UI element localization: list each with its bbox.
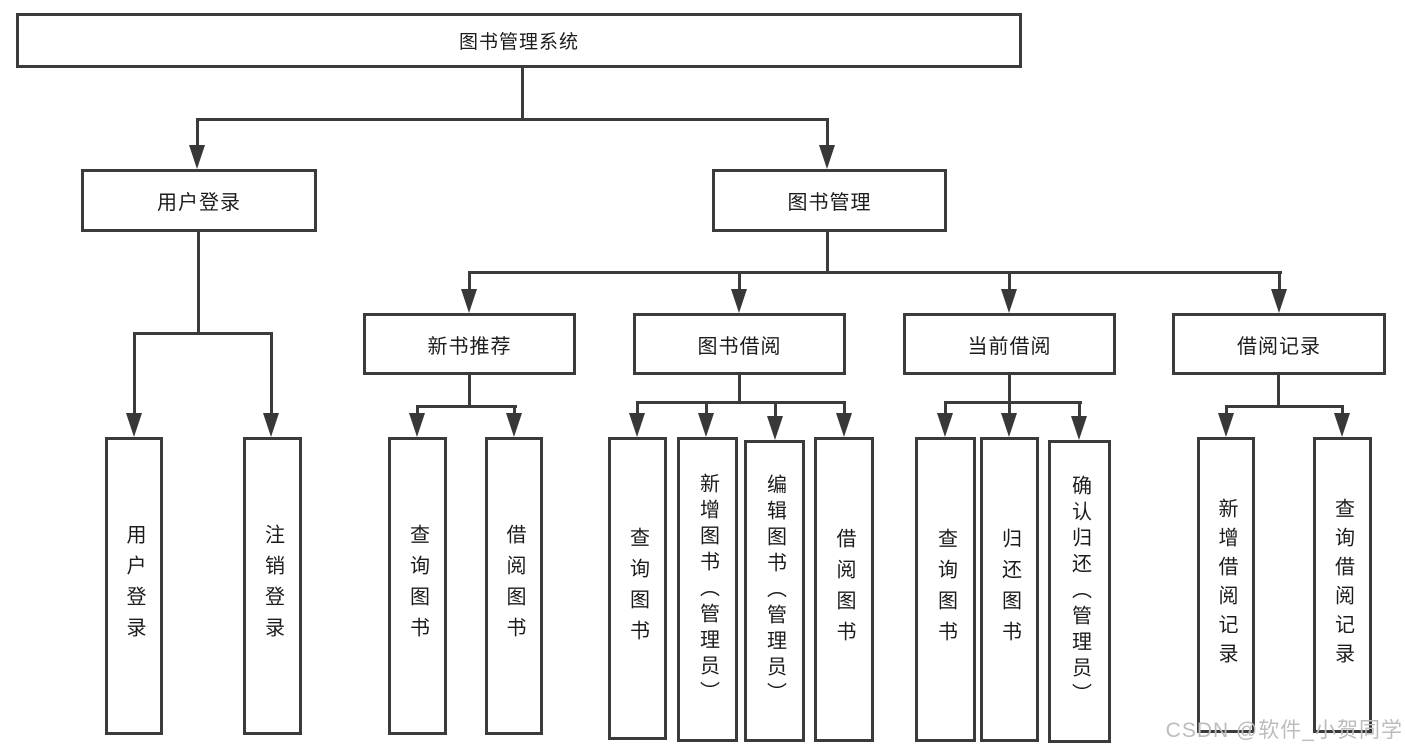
leaf-borrowing-borrow-books: 借阅图书 xyxy=(814,437,874,742)
node-label: 查询图书 xyxy=(406,524,429,648)
leaf-records-add-record: 新增借阅记录 xyxy=(1197,437,1255,733)
connector-new-book-trunk xyxy=(468,375,471,407)
node-label: 图书借阅 xyxy=(697,335,782,358)
leaf-borrowing-add-books: 新增图书（管理员） xyxy=(677,437,738,742)
node-label: 确认归还（管理员） xyxy=(1068,474,1091,709)
connector-borrowing-records-split xyxy=(1225,405,1344,408)
connector-drop-records-add xyxy=(1225,405,1228,415)
connector-drop-records-query xyxy=(1341,405,1344,415)
csdn-watermark: CSDN @软件_小贺同学 xyxy=(1165,719,1403,742)
connector-drop-new-book xyxy=(468,271,471,291)
arrow-to-borrowing-query-icon xyxy=(629,413,645,437)
arrow-to-borrowing-edit-icon xyxy=(767,416,783,440)
node-root: 图书管理系统 xyxy=(16,13,1022,68)
leaf-logout: 注销登录 xyxy=(243,437,302,735)
node-book-management: 图书管理 xyxy=(712,169,947,232)
leaf-borrowing-edit-books: 编辑图书（管理员） xyxy=(744,440,805,742)
node-user-login: 用户登录 xyxy=(81,169,317,232)
node-label: 图书管理 xyxy=(787,192,872,214)
node-label: 注销登录 xyxy=(261,524,284,648)
node-label: 图书管理系统 xyxy=(458,32,579,53)
connector-drop-borrowing-borrow xyxy=(843,401,846,414)
arrow-to-current-confirm-icon xyxy=(1071,416,1087,440)
node-label: 编辑图书（管理员） xyxy=(763,474,786,708)
connector-current-borrowing-trunk xyxy=(1008,375,1011,403)
leaf-borrowing-query-books: 查询图书 xyxy=(608,437,667,740)
connector-new-book-split xyxy=(416,405,517,408)
arrow-to-user-login-icon xyxy=(189,145,205,169)
arrow-to-borrowing-borrow-icon xyxy=(836,413,852,437)
node-label: 查询图书 xyxy=(934,527,957,652)
node-label: 借阅图书 xyxy=(833,527,855,652)
leaf-current-return-books: 归还图书 xyxy=(980,437,1039,742)
node-label: 用户登录 xyxy=(123,524,145,648)
leaf-current-query-books: 查询图书 xyxy=(915,437,976,742)
arrow-to-current-return-icon xyxy=(1001,413,1017,437)
arrow-to-current-borrowing-icon xyxy=(1001,289,1017,313)
leaf-user-login: 用户登录 xyxy=(105,437,163,735)
leaf-recommend-query-books: 查询图书 xyxy=(388,437,447,735)
connector-drop-recommend-borrow xyxy=(513,405,516,415)
connector-user-login-trunk xyxy=(197,232,200,334)
connector-drop-current-return xyxy=(1008,401,1011,414)
leaf-recommend-borrow-books: 借阅图书 xyxy=(485,437,543,735)
connector-user-login-split xyxy=(133,332,273,335)
connector-drop-recommend-query xyxy=(416,405,419,415)
node-label: 用户登录 xyxy=(157,192,241,214)
arrow-to-book-borrowing-icon xyxy=(731,289,747,313)
arrow-to-recommend-borrow-icon xyxy=(506,413,522,437)
node-book-borrowing: 图书借阅 xyxy=(633,313,846,375)
connector-drop-borrowing-add xyxy=(705,401,708,414)
connector-drop-borrowing-query xyxy=(636,401,639,414)
node-label: 查询借阅记录 xyxy=(1331,498,1354,672)
connector-book-borrowing-split xyxy=(636,401,846,404)
arrow-to-book-management-icon xyxy=(819,145,835,169)
leaf-records-query-record: 查询借阅记录 xyxy=(1313,437,1372,733)
connector-drop-book-borrowing xyxy=(738,271,741,291)
connector-book-borrowing-trunk xyxy=(738,375,741,403)
node-label: 新增图书（管理员） xyxy=(696,472,719,707)
node-label: 新书推荐 xyxy=(427,335,512,358)
node-label: 借阅记录 xyxy=(1237,335,1321,358)
arrow-to-current-query-icon xyxy=(937,413,953,437)
connector-drop-borrowing-records xyxy=(1278,271,1281,291)
arrow-to-records-query-icon xyxy=(1334,413,1350,437)
leaf-current-confirm-return: 确认归还（管理员） xyxy=(1048,440,1111,743)
node-borrowing-records: 借阅记录 xyxy=(1172,313,1386,375)
connector-drop-current-query xyxy=(944,401,947,414)
node-label: 当前借阅 xyxy=(967,335,1052,358)
arrow-to-records-add-icon xyxy=(1218,413,1234,437)
node-new-book-recommendation: 新书推荐 xyxy=(363,313,576,375)
connector-current-borrowing-split xyxy=(944,401,1082,404)
node-label: 新增借阅记录 xyxy=(1215,498,1237,672)
connector-drop-current-confirm xyxy=(1078,401,1081,417)
arrow-to-recommend-query-icon xyxy=(409,413,425,437)
node-label: 查询图书 xyxy=(626,526,649,651)
node-current-borrowing: 当前借阅 xyxy=(903,313,1116,375)
arrow-to-borrowing-records-icon xyxy=(1271,289,1287,313)
connector-book-management-trunk xyxy=(826,232,829,273)
connector-drop-logout-leaf xyxy=(270,332,273,414)
connector-drop-user-login xyxy=(196,118,199,146)
connector-drop-user-login-leaf xyxy=(133,332,136,414)
arrow-to-user-login-leaf-icon xyxy=(126,413,142,437)
connector-level1-split xyxy=(196,118,829,121)
arrow-to-borrowing-add-icon xyxy=(698,413,714,437)
arrow-to-new-book-icon xyxy=(461,289,477,313)
connector-drop-book-management xyxy=(826,118,829,146)
connector-level3-split xyxy=(468,271,1282,274)
arrow-to-logout-leaf-icon xyxy=(263,413,279,437)
connector-root-trunk xyxy=(521,66,524,120)
node-label: 借阅图书 xyxy=(503,524,525,648)
node-label: 归还图书 xyxy=(998,527,1021,652)
connector-borrowing-records-trunk xyxy=(1277,375,1280,407)
connector-drop-borrowing-edit xyxy=(774,401,777,417)
connector-drop-current-borrowing xyxy=(1008,271,1011,291)
